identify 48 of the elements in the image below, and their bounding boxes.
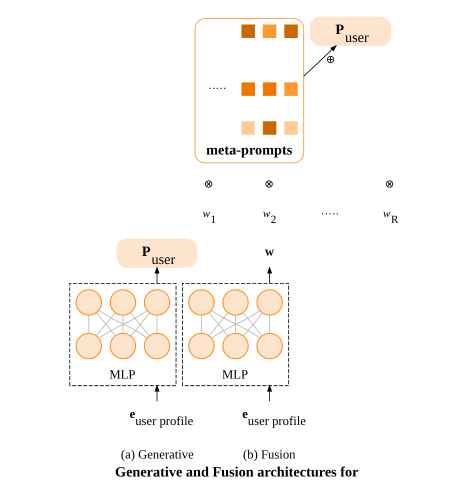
node-box <box>240 24 254 38</box>
arrow <box>302 44 336 76</box>
connector <box>208 312 228 336</box>
cluster: MLP <box>181 282 289 386</box>
arrow <box>154 384 160 402</box>
node-circle <box>75 332 102 359</box>
connector <box>268 314 270 334</box>
node-box <box>284 24 298 38</box>
arrow <box>154 266 160 284</box>
node-box <box>240 120 254 134</box>
node-circle <box>222 332 248 359</box>
connector <box>234 314 236 334</box>
label: (b) Fusion <box>242 447 296 461</box>
node-box <box>240 82 254 96</box>
label: ····· <box>320 208 339 220</box>
connector <box>96 312 116 336</box>
arrow <box>266 266 272 284</box>
node-box <box>284 82 298 96</box>
node-circle <box>256 288 282 316</box>
connector <box>200 314 202 334</box>
node-circle <box>75 288 102 316</box>
label: ⊗ <box>204 178 213 190</box>
label: ⊗ <box>384 178 394 190</box>
node-box <box>262 24 276 38</box>
node-box <box>284 120 298 134</box>
node-circle <box>143 288 170 316</box>
node-circle <box>109 288 136 316</box>
label: ⊗ <box>264 178 273 190</box>
node-circle <box>109 332 136 359</box>
node-circle <box>256 332 282 359</box>
label: ····· <box>208 82 226 95</box>
connector <box>98 310 147 338</box>
node-box <box>262 120 276 134</box>
node-text: w <box>264 244 274 258</box>
connector <box>210 310 260 338</box>
connector <box>122 314 123 334</box>
arrow <box>266 384 272 402</box>
connector <box>88 314 89 334</box>
label: (a) Generative <box>120 447 194 461</box>
node-circle <box>188 288 214 316</box>
node-circle <box>188 332 214 359</box>
edge-label: ⊕ <box>325 54 334 66</box>
connector <box>156 314 157 334</box>
node-box <box>262 82 276 96</box>
node-circle <box>143 332 170 359</box>
caption: Generative and Fusion architectures for <box>114 464 358 480</box>
cluster: MLP <box>68 282 176 386</box>
node-circle <box>222 288 248 316</box>
